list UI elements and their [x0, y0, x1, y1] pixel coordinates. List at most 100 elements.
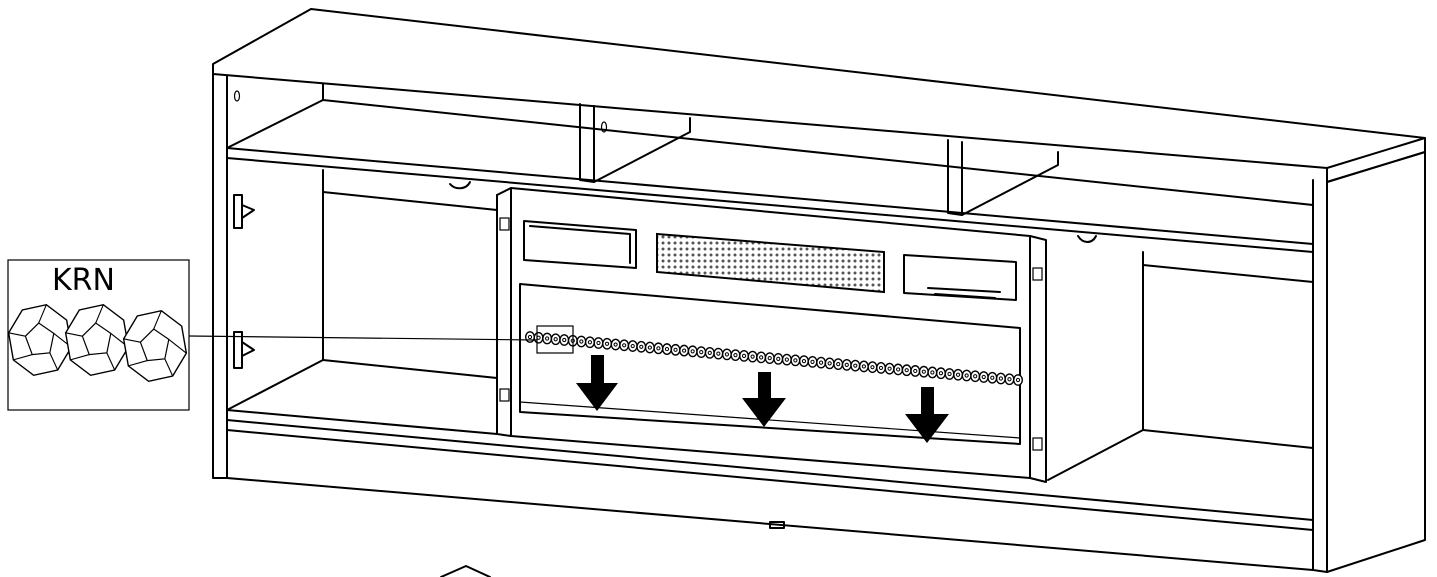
- crystal-facet: [664, 346, 670, 352]
- crystal-facet: [622, 343, 627, 348]
- crystal-facet: [673, 347, 678, 352]
- crystal: [970, 370, 981, 383]
- crystal: [876, 362, 887, 374]
- crystal-facet: [767, 356, 772, 361]
- crystal-edge: [38, 304, 47, 324]
- crystal-facet: [801, 359, 807, 364]
- crystal-facet: [930, 370, 935, 375]
- crystal-facet: [587, 340, 593, 345]
- crystal-facet: [784, 357, 789, 362]
- crystal: [816, 356, 827, 369]
- crystal-facet: [853, 363, 858, 368]
- callout-box: [7, 259, 190, 411]
- crystal-facet: [878, 365, 884, 371]
- down-arrow-2: [742, 372, 786, 427]
- top-left-slot: [523, 220, 637, 269]
- hinge-lower: [233, 331, 255, 369]
- crystal: [833, 358, 844, 371]
- glass-panel: [519, 283, 1021, 445]
- crystal-facet: [630, 343, 635, 349]
- crystal: [773, 352, 784, 365]
- crystal-facet: [887, 366, 892, 371]
- crystal: [713, 347, 724, 360]
- crystal-edge: [153, 310, 162, 330]
- crystal: [858, 360, 869, 373]
- crystal-facet: [707, 350, 712, 355]
- crystal-facet: [639, 344, 644, 349]
- crystal-facet: [690, 349, 695, 354]
- crystal: [610, 338, 621, 351]
- crystal-facet: [562, 337, 567, 343]
- cabinet-right-side: [1312, 179, 1328, 573]
- crystal-facet: [1015, 377, 1021, 383]
- crystal-facet: [656, 346, 661, 351]
- crystal: [961, 369, 972, 382]
- crystal-facet: [861, 364, 866, 369]
- crystal-edge: [13, 354, 33, 361]
- crystal-facet: [596, 340, 601, 346]
- crystal: [533, 331, 544, 344]
- crystal: [559, 334, 570, 346]
- crystal-edge: [168, 338, 187, 354]
- cabinet-left-side: [212, 73, 228, 479]
- top-right-slot: [903, 254, 1017, 301]
- crystal-facet: [682, 348, 687, 353]
- crystal-facet: [998, 376, 1003, 381]
- crystal-edge: [164, 358, 174, 377]
- crystal: [995, 372, 1006, 385]
- crystal: [704, 346, 715, 359]
- crystal-facet: [613, 342, 618, 347]
- crystal: [661, 343, 672, 355]
- crystal-facet: [964, 373, 969, 378]
- crystal-facet: [827, 361, 832, 366]
- crystal: [867, 361, 878, 374]
- tv-stand-cabinet: [212, 8, 1426, 573]
- crystal-facet: [759, 355, 764, 360]
- crystal-facet: [793, 358, 798, 363]
- crystal: [884, 362, 895, 375]
- crystal: [850, 359, 861, 372]
- crystal-facet: [647, 345, 652, 350]
- crystal-facet: [836, 362, 841, 367]
- crystal: [584, 336, 595, 349]
- crystal-facet: [955, 372, 961, 377]
- crystal-facet: [973, 374, 978, 379]
- callout-label: KRN: [52, 263, 115, 298]
- crystal: [901, 364, 912, 377]
- crystal-facet: [870, 365, 875, 370]
- cabinet-base: [226, 419, 1314, 571]
- crystal-facet: [604, 341, 610, 346]
- crystal: [918, 365, 929, 378]
- crystal-edge: [8, 332, 26, 337]
- heater-vent-mesh: [656, 232, 885, 294]
- crystal: [790, 354, 801, 367]
- crystal-facet: [947, 371, 952, 377]
- crystal-facet: [938, 371, 944, 376]
- crystal: [653, 342, 664, 355]
- crystal-edge: [49, 352, 59, 371]
- crystal: [602, 337, 613, 350]
- callout-crystal-detail: [7, 303, 188, 383]
- crystal-facet: [896, 367, 901, 372]
- crystal: [593, 337, 604, 349]
- crystal: [807, 355, 818, 368]
- krn-callout: KRN: [7, 259, 538, 411]
- crystal-edge: [106, 352, 116, 371]
- crystal-facet: [776, 356, 781, 361]
- crystal: [525, 331, 536, 343]
- crystal-facet: [527, 334, 533, 340]
- crystal-facet: [904, 368, 909, 373]
- down-arrow-3: [905, 387, 949, 443]
- crystal: [893, 363, 904, 376]
- crystal: [927, 366, 938, 379]
- crystal: [696, 346, 707, 358]
- crystal: [636, 340, 647, 353]
- crystal-facet: [81, 322, 112, 356]
- crystal-facet: [733, 353, 738, 358]
- crystal: [953, 368, 964, 381]
- crystal-facet: [913, 368, 918, 374]
- crystal: [644, 341, 655, 354]
- crystal: [944, 368, 955, 380]
- crystal-edge: [95, 304, 104, 324]
- divider-left: [579, 103, 595, 183]
